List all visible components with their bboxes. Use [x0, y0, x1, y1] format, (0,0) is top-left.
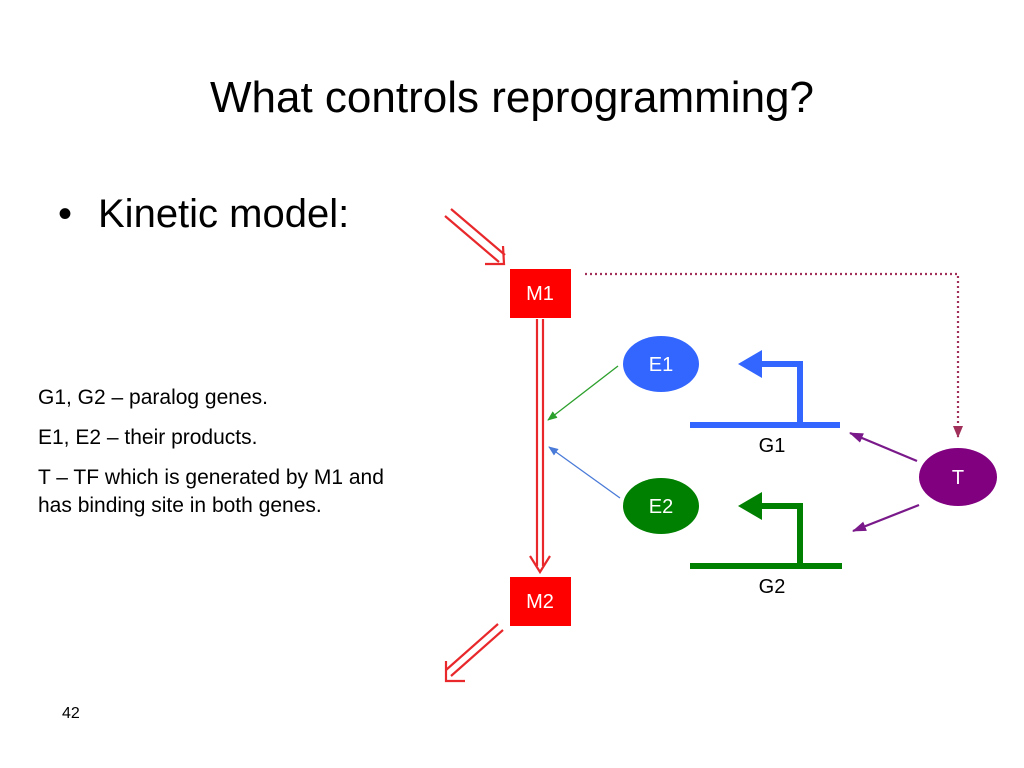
gene-g1: G1 [690, 350, 840, 457]
e2-catalysis-arrow [548, 446, 621, 499]
node-m1: M1 [510, 269, 571, 318]
gene-g2: G2 [690, 492, 842, 598]
node-e2: E2 [623, 478, 699, 534]
t-to-g1-arrow [849, 431, 918, 463]
note-tf: T – TF which is generated by M1 and has … [38, 466, 384, 517]
slide-number: 42 [62, 705, 80, 722]
m1-to-m2-arrow [529, 319, 551, 575]
legend-notes: G1, G2 – paralog genes. E1, E2 – their p… [38, 384, 418, 532]
gene-g2-label: G2 [759, 576, 786, 598]
node-m2-label: M2 [526, 591, 554, 613]
slide-title: What controls reprogramming? [209, 73, 814, 122]
influx-arrow [444, 208, 506, 266]
note-genes: G1, G2 – paralog genes. [38, 386, 268, 409]
node-t-label: T [952, 467, 964, 489]
g2-promoter-arrow-icon [738, 492, 762, 520]
node-m2: M2 [510, 577, 571, 626]
bullet-text: Kinetic model: [98, 192, 350, 236]
t-to-g2-arrow [852, 503, 920, 533]
node-e1: E1 [623, 336, 699, 392]
bullet-point: • [58, 192, 73, 236]
node-t: T [919, 448, 997, 506]
node-m1-label: M1 [526, 283, 554, 305]
e1-catalysis-arrow [547, 365, 619, 421]
g1-promoter-arrow-icon [738, 350, 762, 378]
bullet-item: • Kinetic model: [58, 188, 349, 240]
node-e1-label: E1 [649, 354, 673, 376]
gene-g1-label: G1 [759, 435, 786, 457]
note-products: E1, E2 – their products. [38, 426, 258, 449]
outflux-arrow [444, 623, 504, 683]
node-e2-label: E2 [649, 496, 673, 518]
m1-to-t-dotted-arrow [585, 272, 963, 438]
